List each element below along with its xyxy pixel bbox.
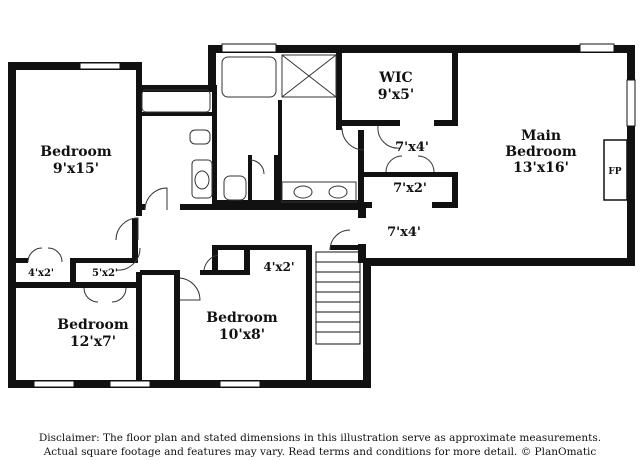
wall — [70, 258, 138, 263]
room-size-main-bedroom: 13'x16' — [513, 160, 569, 176]
wall — [330, 245, 366, 250]
room-size-bedroom-bottom-left: 12'x7' — [70, 334, 116, 350]
door-swing — [377, 125, 401, 149]
wall — [363, 258, 635, 266]
door-swing — [179, 277, 201, 301]
room-name-wic: WIC — [378, 70, 412, 86]
door-swing — [341, 127, 365, 151]
wall — [274, 155, 278, 205]
shower-line — [281, 54, 337, 98]
closet-size-wic-lower: 7'x2' — [393, 181, 427, 196]
wall — [336, 50, 342, 130]
room-size-bedroom-left: 9'x15' — [53, 161, 99, 177]
wall — [138, 85, 216, 92]
closet-size-mid: 5'x2' — [92, 268, 118, 279]
bathtub — [141, 89, 211, 113]
wall — [627, 45, 635, 266]
bathtub — [221, 56, 277, 98]
wall — [200, 270, 250, 275]
room-name-bedroom-bottom-mid: Bedroom — [206, 310, 278, 326]
toilet — [223, 175, 247, 201]
wall — [136, 85, 142, 216]
wall — [140, 270, 180, 275]
door-swing — [27, 247, 63, 263]
window — [626, 79, 636, 127]
window — [109, 380, 151, 388]
door-swing — [203, 254, 219, 271]
doors — [27, 125, 435, 303]
door-opening — [400, 120, 434, 126]
wall — [174, 270, 180, 384]
room-name-main-bedroom-line2: Bedroom — [505, 144, 577, 160]
disclaimer-line-2: Actual square footage and features may v… — [43, 446, 597, 458]
toilet — [189, 129, 211, 145]
door-swing — [83, 287, 127, 303]
wall — [8, 258, 28, 263]
wall — [132, 218, 138, 263]
wall — [358, 172, 458, 177]
closet-size-wic-upper: 7'x4' — [395, 140, 429, 155]
door-swing — [115, 217, 139, 241]
fireplace-box — [603, 139, 628, 201]
wall — [278, 100, 282, 205]
room-name-main-bedroom-line1: Main — [521, 128, 561, 144]
window — [33, 380, 75, 388]
door-opening — [358, 218, 366, 244]
door-swing — [249, 159, 265, 175]
vanity — [281, 181, 357, 203]
room-size-bedroom-bottom-mid: 10'x8' — [219, 327, 265, 343]
walls — [8, 45, 635, 388]
door-swing — [385, 155, 435, 173]
door-opening — [145, 204, 180, 210]
wall — [452, 172, 458, 207]
fixtures — [141, 54, 357, 203]
shower — [281, 54, 337, 98]
fireplace-label: FP — [608, 167, 621, 177]
wall — [248, 155, 252, 205]
wall — [138, 112, 214, 116]
stairs — [315, 251, 361, 345]
window — [579, 43, 615, 53]
wall — [336, 120, 456, 126]
door-swing — [115, 247, 141, 271]
wall — [306, 245, 312, 385]
sink-counter — [191, 159, 213, 199]
window — [221, 43, 277, 53]
room-name-bedroom-left: Bedroom — [40, 144, 112, 160]
wall — [136, 62, 142, 90]
wall — [244, 245, 250, 275]
wall — [8, 380, 370, 388]
closet-size-main: 7'x4' — [387, 225, 421, 240]
sink — [328, 185, 348, 199]
room-name-bedroom-bottom-left: Bedroom — [57, 317, 129, 333]
wall — [138, 204, 366, 210]
wall — [208, 45, 216, 90]
wall — [212, 245, 218, 275]
door-swing — [329, 229, 351, 251]
disclaimer-line-1: Disclaimer: The floor plan and stated di… — [38, 432, 602, 444]
wall — [358, 130, 364, 205]
wall — [8, 62, 142, 70]
windows — [33, 43, 636, 388]
room-size-wic: 9'x5' — [378, 87, 414, 103]
wall — [452, 50, 458, 126]
closet-size-left: 4'x2' — [28, 268, 54, 279]
window — [219, 380, 261, 388]
sink — [194, 170, 210, 190]
wall — [136, 272, 142, 384]
wall — [212, 245, 312, 250]
wall — [363, 258, 371, 388]
door-opening — [372, 202, 432, 208]
stair-outline — [315, 251, 361, 345]
wall — [212, 85, 217, 207]
wall — [208, 45, 635, 53]
window — [79, 62, 121, 70]
door-swing — [144, 187, 168, 211]
wall — [8, 62, 16, 387]
wall — [70, 258, 76, 288]
sink — [293, 185, 313, 199]
closet-size-hall: 4'x2' — [263, 260, 294, 274]
